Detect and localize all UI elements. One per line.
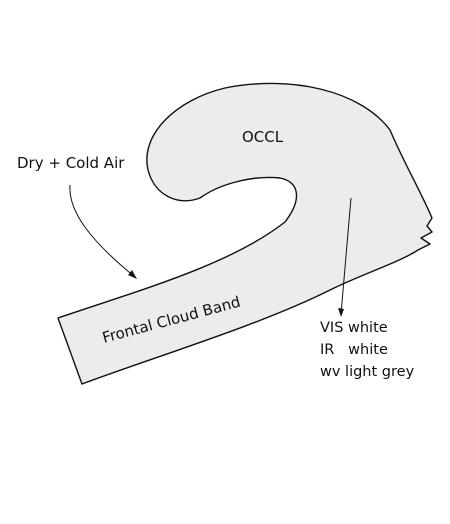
wv-label: wv light grey: [320, 364, 415, 380]
ir-label: IR white: [320, 342, 388, 358]
dry-air-arrowhead: [128, 270, 137, 279]
dry-air-arrow-line: [69, 184, 136, 278]
dry-cold-air-label: Dry + Cold Air: [17, 154, 125, 172]
vis-arrow-line: [340, 197, 352, 315]
vis-arrowhead: [338, 308, 344, 317]
occl-label: OCCL: [242, 128, 284, 146]
vis-label: VIS white: [320, 320, 388, 336]
cloud-band-shape: [57, 82, 433, 385]
